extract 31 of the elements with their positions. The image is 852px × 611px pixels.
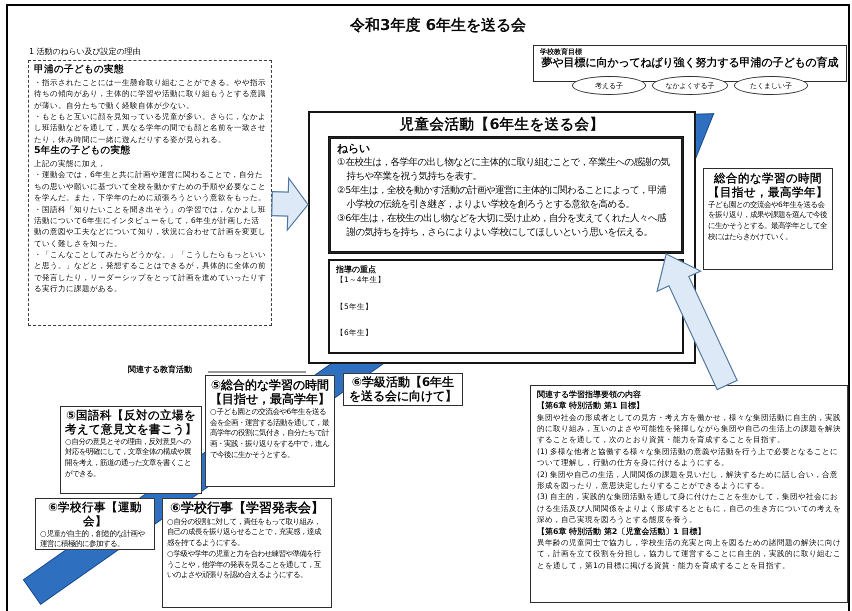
block-arrow <box>271 176 309 232</box>
focus-box <box>328 259 684 354</box>
body-text: ①在校生は，各学年の出し物などに主体的に取り組むことで，卒業生への感謝の気持ちや卒業を祝う気持ちを表す。 <box>337 156 670 184</box>
panel <box>308 111 696 364</box>
body-text: ③6年生は，在校生の出し物などを大切に受け止め，自分を支えてくれた人々へ感謝の気持ちを持ち，さらによりよい学校にしてほしいという思いを伝える。 <box>337 212 668 240</box>
box-heading: ⑥学校行事【運動会】 <box>47 501 143 529</box>
section-heading: 1 活動のねらい及び設定の理由 <box>29 47 141 58</box>
goal-text: 夢や目標に向かってねばり強く努力する甲浦の子どもの育成 <box>540 56 840 71</box>
title: 令和3年度 6年生を送る会 <box>350 16 526 35</box>
text-box <box>35 498 155 550</box>
subheading: 甲浦の子どもの実態 <box>34 64 125 77</box>
subheading: 指導の重点 <box>336 264 377 276</box>
box-heading: ⑤総合的な学習の時間【目指せ，最高学年】 <box>210 378 330 407</box>
subheading: 5年生の子どもの実態 <box>34 145 132 158</box>
box-heading: 児童会活動【6年生を送る会】 <box>398 116 606 134</box>
aim-box <box>328 136 684 254</box>
goal-box <box>533 45 847 82</box>
text-box <box>703 168 833 270</box>
subheading: ねらい <box>337 142 371 156</box>
box-heading: ⑥学校行事【学習発表会】 <box>168 501 325 517</box>
text-box <box>530 385 848 603</box>
box-heading: ⑤国語科【反対の立場を考えて意見文を書こう】 <box>65 409 197 437</box>
box-heading: ⑥学級活動【6年生を送る会に向けて】 <box>348 375 458 404</box>
block-arrow <box>656 253 738 390</box>
box-heading: 総合的な学習の時間【目指せ，最高学年】 <box>708 172 828 200</box>
text-box <box>205 375 335 487</box>
text-box <box>60 406 202 494</box>
section-label: 関連する教育活動 <box>128 364 192 375</box>
body-text: ②5年生は，全校を動かす活動の計画や運営に主体的に関わることによって，甲浦小学校の伝統を引き継ぎ，よりよい学校を創ろうとする意欲を高める。 <box>337 184 668 212</box>
text-box <box>343 373 463 406</box>
text-box <box>162 498 332 608</box>
